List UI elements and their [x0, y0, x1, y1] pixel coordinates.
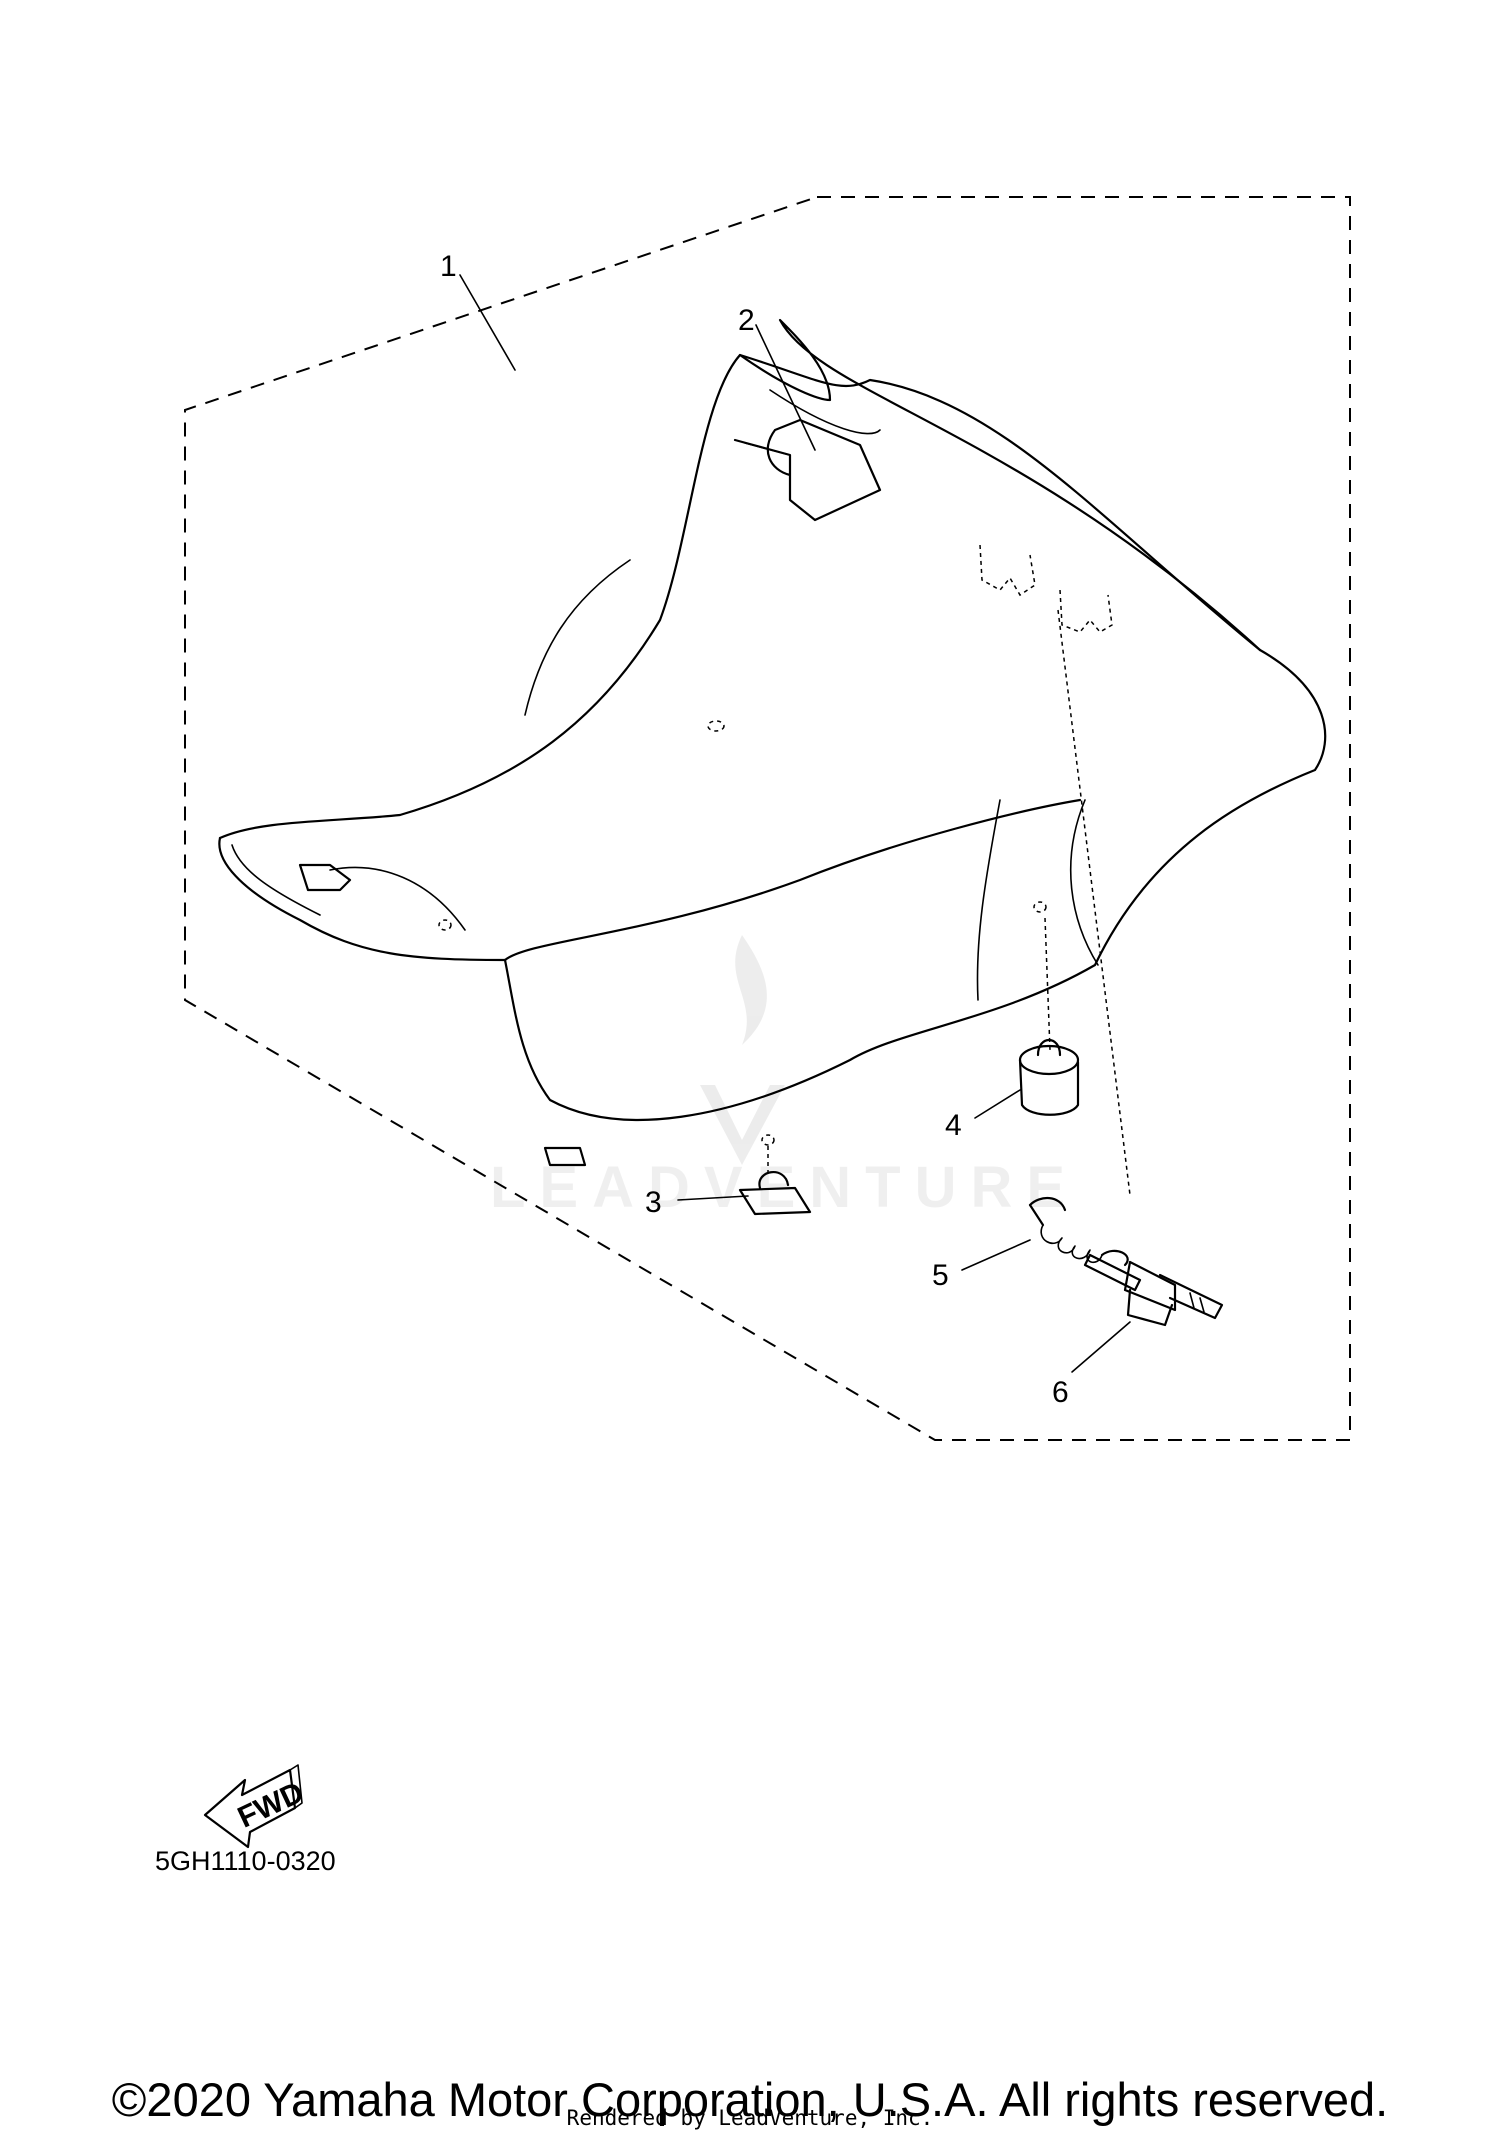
leader-5 [961, 1239, 1031, 1271]
front-tab-right [543, 1146, 587, 1167]
mount-hole [438, 919, 452, 931]
diagram-code: 5GH1110-0320 [155, 1846, 336, 1876]
mount-hole [761, 1134, 775, 1146]
hidden-bracket [1059, 589, 1113, 633]
part-nut [738, 1171, 812, 1216]
leader-4 [974, 1089, 1021, 1119]
front-tab-left [298, 863, 352, 892]
leader-1 [459, 274, 516, 371]
callout-6: 6 [1052, 1376, 1069, 1409]
forward-arrow-icon: FWD [203, 1764, 309, 1849]
callout-1: 1 [440, 250, 457, 283]
guide-line [1044, 917, 1051, 1051]
part-lock-hook [1083, 1253, 1224, 1327]
callout-4: 4 [945, 1109, 962, 1142]
leader-2 [755, 324, 816, 451]
watermark-logo [700, 935, 785, 1165]
rendered-by-note: Rendered by LeadVenture, Inc. [566, 2106, 934, 2130]
assembly-boundary [184, 196, 1351, 1441]
leader-6 [1071, 1321, 1131, 1373]
hidden-bracket [979, 544, 1036, 597]
seat-strap [733, 418, 882, 522]
callout-2: 2 [738, 304, 755, 337]
seat-assembly [218, 318, 1327, 1121]
callout-5: 5 [932, 1259, 949, 1292]
mount-hole [1033, 901, 1047, 913]
mount-hole [707, 720, 725, 732]
part-damper [1018, 1038, 1080, 1116]
callout-3: 3 [645, 1186, 662, 1219]
watermark-text: LEADVENTURE [490, 1155, 1079, 1220]
copyright-notice: ©2020 Yamaha Motor Corporation, U.S.A. A… [111, 2073, 1389, 2126]
guide-line [1057, 609, 1131, 1196]
leader-3 [677, 1195, 749, 1201]
